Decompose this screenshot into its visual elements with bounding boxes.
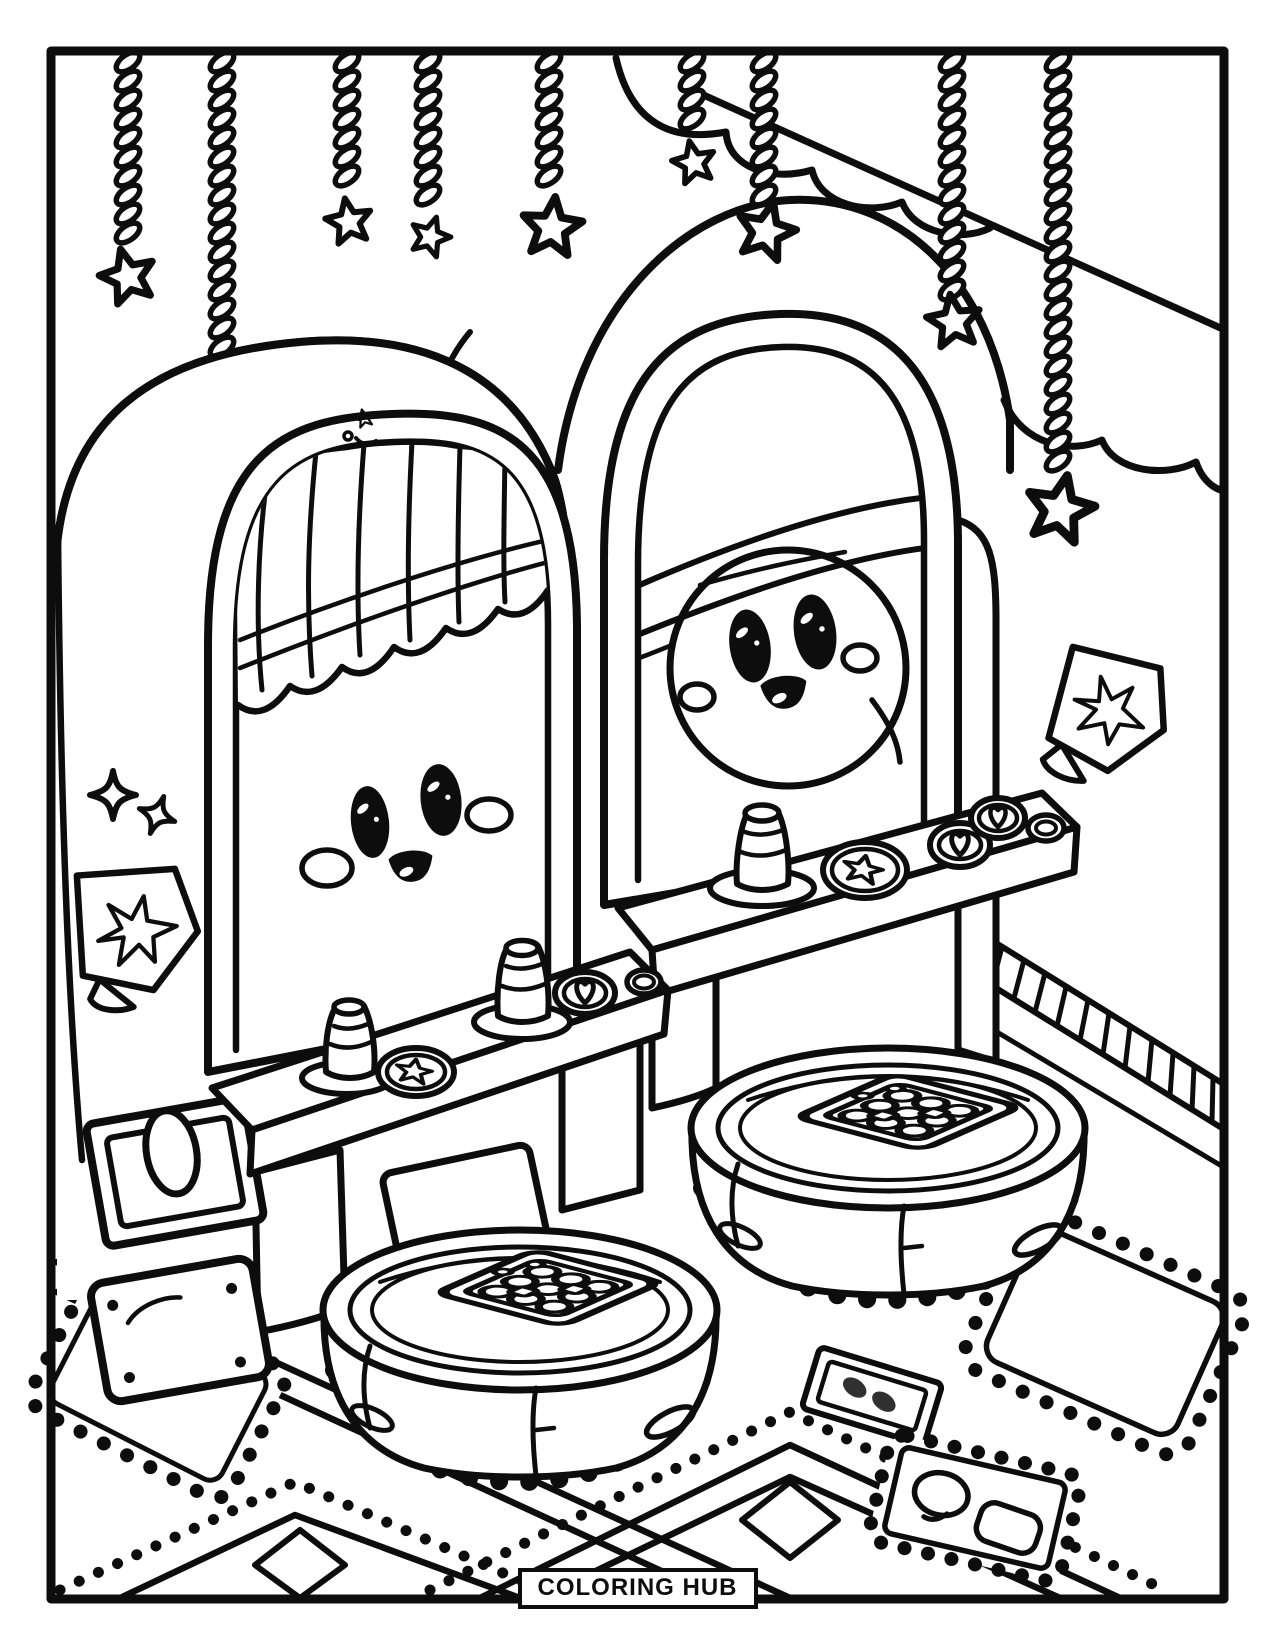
sparkle-doodle xyxy=(342,405,378,446)
heart-button xyxy=(927,820,993,870)
joystick xyxy=(299,997,395,1097)
base-plate xyxy=(87,1254,273,1406)
star-icon xyxy=(1021,469,1100,545)
left-arcade-machine xyxy=(53,336,672,1406)
star-tag xyxy=(73,865,202,1014)
coin-knob xyxy=(142,1107,201,1198)
star-icon xyxy=(924,291,984,349)
rug-diamond xyxy=(252,1527,348,1601)
machine-face xyxy=(677,591,880,713)
cloud-scallop-right xyxy=(1000,396,1229,494)
left-pouf xyxy=(323,1230,717,1482)
rug-chevron xyxy=(116,1511,524,1602)
rug-bead-trim xyxy=(54,1476,566,1604)
rope xyxy=(534,48,564,190)
blush xyxy=(677,681,717,713)
star-button xyxy=(820,839,910,901)
rope xyxy=(207,48,237,380)
heart-button xyxy=(552,969,618,1017)
joystick xyxy=(471,937,573,1042)
star-button xyxy=(375,1045,457,1099)
small-ring-button xyxy=(624,967,664,997)
right-pouf xyxy=(691,1048,1085,1300)
rope xyxy=(749,48,779,209)
star-icon xyxy=(94,242,160,307)
blush xyxy=(840,642,880,674)
footer-label-text: COLORING HUB xyxy=(537,1574,738,1601)
window-frame-inner xyxy=(634,343,928,884)
curtain-swoosh xyxy=(638,542,924,651)
stamp-card xyxy=(863,1428,1087,1588)
small-ring-button xyxy=(1025,812,1067,844)
rope xyxy=(413,48,443,209)
footer-label: COLORING HUB xyxy=(517,1568,758,1609)
star-icon xyxy=(322,194,374,245)
window-interior xyxy=(638,492,924,790)
star-icon xyxy=(520,194,585,256)
blush xyxy=(464,796,514,834)
scalloped-mat xyxy=(958,1202,1252,1462)
patterned-rug xyxy=(24,935,1252,1604)
right-arcade-machine xyxy=(600,309,1081,1112)
joystick xyxy=(707,802,817,909)
star-icon xyxy=(406,211,455,259)
coin-door xyxy=(82,1094,268,1250)
rope xyxy=(677,48,707,133)
heart-button xyxy=(968,795,1028,841)
rope xyxy=(113,48,143,247)
rope xyxy=(1043,48,1073,475)
blob-character xyxy=(666,546,910,790)
machine-face xyxy=(299,762,514,889)
rope xyxy=(332,48,362,190)
ticket-card xyxy=(799,1345,945,1447)
cloud-scallop-top xyxy=(612,54,994,239)
star-tag xyxy=(1039,643,1167,784)
blush xyxy=(299,847,355,889)
curtain-swoosh xyxy=(638,492,924,603)
star-icon xyxy=(669,137,719,186)
cabinet-side xyxy=(954,516,1000,1066)
rug-diamond xyxy=(739,1479,841,1561)
curtain-fringe xyxy=(236,441,548,715)
